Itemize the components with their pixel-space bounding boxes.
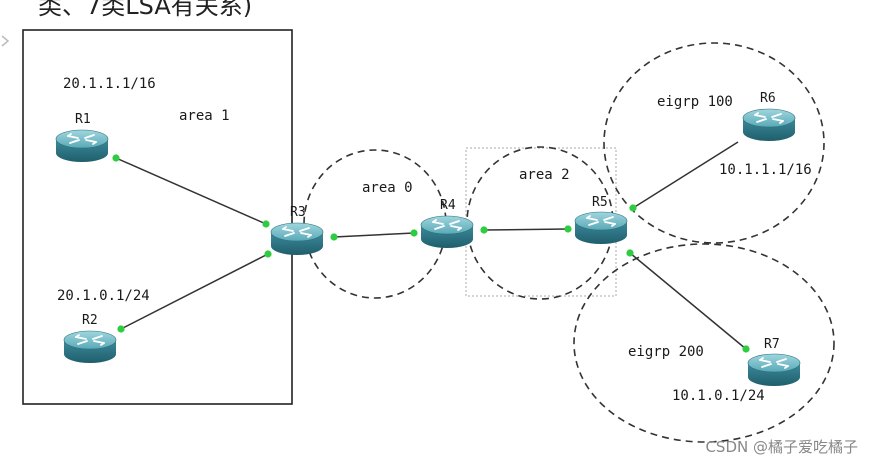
router-r6[interactable] — [742, 108, 796, 142]
router-r7[interactable] — [747, 353, 801, 387]
port-dot — [112, 154, 120, 162]
network-label-r6: 10.1.1.1/16 — [719, 162, 812, 178]
eigrp100-circle — [603, 42, 825, 244]
router-r3[interactable] — [270, 222, 324, 256]
link-r4-r5 — [483, 228, 569, 231]
area2-label: area 2 — [519, 167, 570, 183]
port-dot — [742, 345, 750, 353]
router-label-r7: R7 — [764, 337, 780, 352]
eigrp100-label: eigrp 100 — [657, 94, 733, 110]
port-dot — [264, 250, 272, 258]
router-r2[interactable] — [63, 330, 117, 364]
network-label-r7: 10.1.0.1/24 — [672, 388, 765, 404]
port-dot — [480, 226, 488, 234]
link-r2-r3 — [120, 253, 269, 330]
router-r5[interactable] — [574, 211, 628, 245]
router-label-r4: R4 — [440, 198, 456, 213]
router-r4[interactable] — [420, 215, 474, 249]
port-dot — [629, 204, 637, 212]
router-label-r3: R3 — [290, 205, 306, 220]
eigrp200-label: eigrp 200 — [628, 344, 704, 360]
area1-boundary — [22, 29, 293, 405]
link-r5-r7 — [629, 252, 747, 350]
link-r5-r6 — [632, 141, 739, 209]
area0-label: area 0 — [362, 180, 413, 196]
network-label-r1: 20.1.1.1/16 — [63, 76, 156, 92]
router-label-r1: R1 — [75, 112, 91, 127]
area1-label: area 1 — [179, 108, 230, 124]
router-r1[interactable] — [55, 129, 109, 163]
port-dot — [330, 233, 338, 241]
port-dot — [564, 225, 572, 233]
router-label-r6: R6 — [760, 91, 776, 106]
top-caption: 类、7类LSA有关系) — [38, 0, 253, 20]
eigrp200-circle — [573, 243, 835, 443]
chevron-right-icon — [1, 35, 10, 47]
port-dot — [262, 220, 270, 228]
link-r1-r3 — [115, 157, 267, 225]
port-dot — [117, 325, 125, 333]
port-dot — [626, 249, 634, 257]
watermark: CSDN @橘子爱吃橘子 — [705, 438, 858, 456]
router-label-r5: R5 — [592, 195, 608, 210]
router-label-r2: R2 — [82, 313, 98, 328]
port-dot — [410, 229, 418, 237]
link-r3-r4 — [333, 232, 415, 238]
network-label-r2: 20.1.0.1/24 — [57, 288, 150, 304]
